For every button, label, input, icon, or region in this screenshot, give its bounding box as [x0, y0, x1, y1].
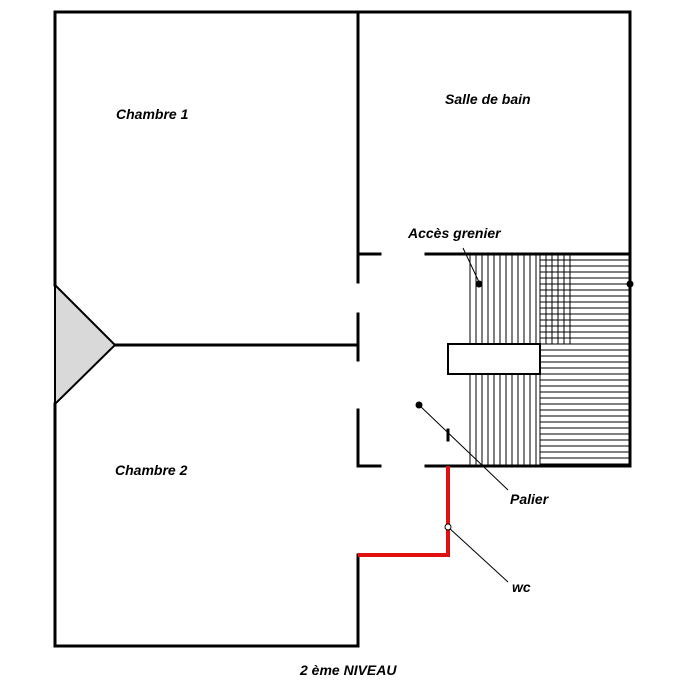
stair-treads-right [540, 259, 630, 465]
label-palier: Palier [510, 491, 550, 507]
stair-grid [545, 254, 571, 344]
wc-partition [358, 466, 450, 557]
stair-treads-lower [475, 374, 537, 466]
plan-title: 2 ème NIVEAU [299, 662, 397, 678]
staircase [447, 253, 631, 467]
wall-dot [626, 280, 634, 288]
acces-grenier-dot [475, 280, 483, 288]
label-wc: wc [512, 579, 531, 595]
stair-landing-box [447, 343, 541, 375]
label-chambre-2: Chambre 2 [115, 462, 188, 478]
annotation-leaders [415, 247, 634, 583]
palier-dot [415, 401, 423, 409]
label-salle-de-bain: Salle de bain [445, 91, 531, 107]
label-chambre-1: Chambre 1 [116, 106, 189, 122]
chimney-triangle [54, 282, 117, 407]
wc-dot [444, 523, 452, 531]
stair-treads-upper [475, 254, 537, 344]
label-acces-grenier: Accès grenier [407, 225, 502, 241]
